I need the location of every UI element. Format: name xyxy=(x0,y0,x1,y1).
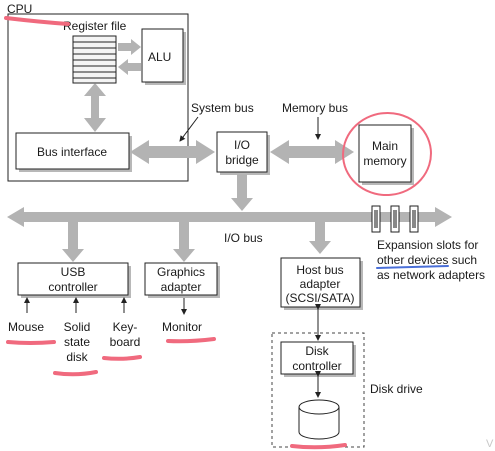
usb-label-line1: USB xyxy=(61,265,86,279)
disk-cylinder-icon xyxy=(298,399,340,440)
host-bus-label-line2: adapter xyxy=(300,277,341,291)
main-memory-label-line2: memory xyxy=(363,154,406,168)
graphics-label-line1: Graphics xyxy=(157,265,205,279)
alu-to-regfile-arrow xyxy=(118,59,141,75)
io-bridge-box: I/O bridge xyxy=(216,131,270,175)
io-bridge-label-line1: I/O xyxy=(234,138,250,152)
disk-underline-annotation xyxy=(290,443,347,450)
expansion-slots xyxy=(371,205,419,233)
keyboard-label-line1: Key- xyxy=(113,320,138,334)
usb-drop-arrow xyxy=(62,222,84,262)
usb-label-line2: controller xyxy=(48,280,97,294)
disk-drive-label: Disk drive xyxy=(370,382,423,396)
system-bus-arrow xyxy=(130,140,215,164)
expansion-label-line1: Expansion slots for xyxy=(377,238,478,252)
cpu-underline-annotation xyxy=(4,16,70,26)
system-bus-label: System bus xyxy=(191,101,254,115)
annotation-layer xyxy=(4,16,449,450)
bridge-to-io-bus-arrow xyxy=(231,174,253,211)
regfile-bus-interface-arrow xyxy=(84,83,106,132)
usb-controller-box: USB controller xyxy=(17,262,131,298)
ssd-label-line3: disk xyxy=(66,350,88,364)
mouse-label: Mouse xyxy=(8,320,44,334)
expansion-label-line2: other devices such xyxy=(377,253,477,267)
cpu-boundary xyxy=(7,13,189,182)
bus-interface-box: Bus interface xyxy=(15,132,132,172)
expansion-underline-annotation xyxy=(376,265,449,269)
graphics-label-line2: adapter xyxy=(161,280,202,294)
ssd-label-line1: Solid xyxy=(64,320,91,334)
host-bus-adapter-box: Host bus adapter (SCSI/SATA) xyxy=(280,257,363,310)
cpu-label: CPU xyxy=(7,2,32,16)
corner-mark: V xyxy=(486,438,494,450)
io-bus-label: I/O bus xyxy=(224,231,263,245)
ssd-underline-annotation xyxy=(53,370,98,377)
expansion-label-line3: as network adapters xyxy=(377,268,485,282)
system-bus-pointer xyxy=(179,116,199,142)
graphics-adapter-box: Graphics adapter xyxy=(144,262,220,298)
host-bus-label-line3: (SCSI/SATA) xyxy=(286,291,355,305)
bus-interface-label: Bus interface xyxy=(37,145,107,159)
host-bus-label-line1: Host bus xyxy=(296,263,343,277)
main-memory-circle-annotation xyxy=(342,111,432,197)
disk-controller-box: Disk controller xyxy=(280,341,356,377)
host-bus-drop-arrow xyxy=(309,222,331,254)
keyboard-underline-annotation xyxy=(102,355,142,361)
main-memory-label-line1: Main xyxy=(372,139,398,153)
register-file-label: Register file xyxy=(63,19,127,33)
main-memory-box: Main memory xyxy=(358,124,414,185)
io-bridge-label-line2: bridge xyxy=(225,153,259,167)
alu-box: ALU xyxy=(141,28,186,85)
mouse-underline-annotation xyxy=(6,340,56,345)
monitor-label: Monitor xyxy=(162,320,202,334)
memory-bus-label: Memory bus xyxy=(282,101,348,115)
graphics-drop-arrow xyxy=(173,222,195,262)
disk-controller-label-line2: controller xyxy=(292,359,341,373)
keyboard-label-line2: board xyxy=(110,335,141,349)
regfile-to-alu-arrow xyxy=(118,39,141,55)
disk-controller-label-line1: Disk xyxy=(305,344,329,358)
io-bus xyxy=(7,207,452,227)
monitor-underline-annotation xyxy=(166,337,216,344)
alu-label: ALU xyxy=(148,50,171,64)
memory-bus-arrow xyxy=(270,140,354,164)
register-file xyxy=(72,35,117,84)
ssd-label-line2: state xyxy=(64,335,90,349)
